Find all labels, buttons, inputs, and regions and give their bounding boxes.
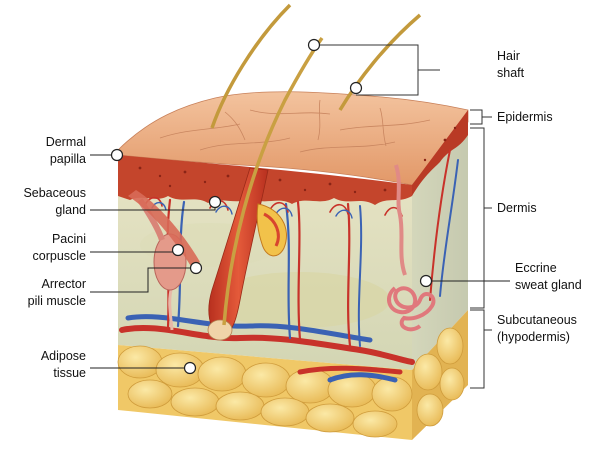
label-pacini-line2: corpuscle bbox=[33, 249, 87, 263]
label-eccrine-line2: sweat gland bbox=[515, 278, 582, 292]
sebaceous-gland-pointer bbox=[208, 195, 222, 209]
hair-shaft-pointer bbox=[307, 38, 321, 52]
label-dermal-papilla-line1: Dermal bbox=[46, 135, 86, 149]
label-hair-shaft-line1: Hair bbox=[497, 49, 520, 63]
label-sebaceous-line2: gland bbox=[55, 203, 86, 217]
deep-artery bbox=[119, 324, 415, 365]
hair-shaft-right bbox=[338, 13, 422, 111]
label-epidermis: Epidermis bbox=[497, 110, 553, 124]
label-arrector-line2: pili muscle bbox=[28, 294, 86, 308]
sweat-gland-coil bbox=[387, 286, 436, 332]
papillary-layer-side bbox=[412, 110, 468, 196]
label-pacini-line1: Pacini bbox=[52, 232, 86, 246]
dermis-tissue-shade bbox=[210, 272, 390, 328]
label-adipose-line2: tissue bbox=[53, 366, 86, 380]
sweat-duct bbox=[394, 164, 407, 276]
label-arrector-line1: Arrector bbox=[42, 277, 86, 291]
arrector-pili-pointer bbox=[189, 261, 203, 275]
deep-artery-lower bbox=[297, 365, 403, 375]
label-dermis: Dermis bbox=[497, 201, 537, 215]
skin-block bbox=[117, 3, 469, 440]
hair-shaft-pointer bbox=[349, 81, 363, 95]
epidermis-creases bbox=[159, 99, 431, 153]
fat-cells bbox=[117, 327, 465, 438]
adipose-tissue-pointer bbox=[183, 361, 197, 375]
pacini-corpuscle-pointer bbox=[171, 243, 185, 257]
labels: Hair shaft Epidermis Dermis Eccrine swea… bbox=[23, 49, 581, 380]
label-eccrine-line1: Eccrine bbox=[515, 261, 557, 275]
label-subcutaneous-line1: Subcutaneous bbox=[497, 313, 577, 327]
label-adipose-line1: Adipose bbox=[41, 349, 86, 363]
deep-vein bbox=[125, 314, 373, 343]
sebaceous-gland-inner bbox=[263, 212, 280, 247]
leader-lines bbox=[90, 44, 510, 389]
pointer-dots bbox=[110, 38, 433, 375]
sebaceous-gland-shape bbox=[256, 203, 287, 257]
deep-vein-lower bbox=[327, 372, 398, 383]
hair-shaft-center bbox=[222, 36, 324, 326]
eccrine-gland-pointer bbox=[419, 274, 433, 288]
label-subcutaneous-line2: (hypodermis) bbox=[497, 330, 570, 344]
label-hair-shaft-line2: shaft bbox=[497, 66, 525, 80]
hair-bulb bbox=[207, 319, 233, 341]
hair-shaft-left bbox=[210, 3, 292, 129]
label-sebaceous-line1: Sebaceous bbox=[23, 186, 86, 200]
dermal-papilla-pointer bbox=[110, 148, 124, 162]
label-dermal-papilla-line2: papilla bbox=[50, 152, 86, 166]
